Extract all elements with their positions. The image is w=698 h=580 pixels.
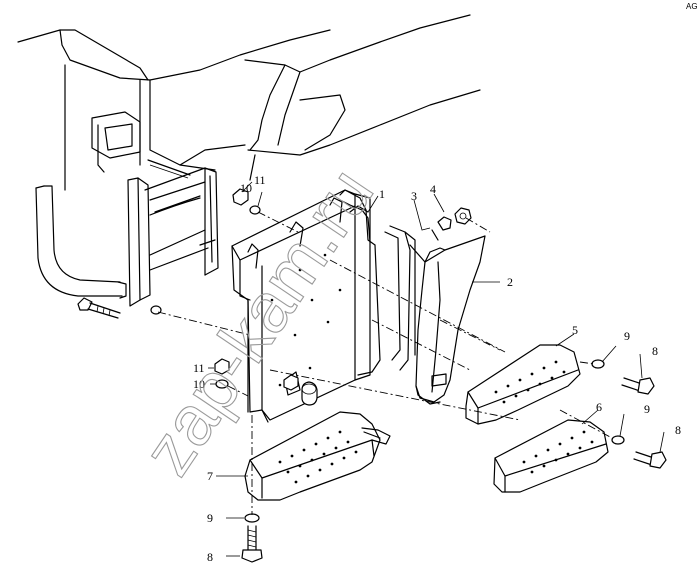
label-11-lower: 11: [193, 361, 205, 375]
panel-top-bracket: [339, 189, 416, 376]
step-7-holes: [278, 430, 358, 484]
label-3: 3: [411, 189, 417, 203]
label-9-bottom: 9: [207, 511, 213, 525]
washer-10-top: [249, 205, 261, 215]
step-6-holes: [522, 430, 594, 474]
label-2: 2: [507, 275, 513, 289]
bracket-frame: [127, 167, 219, 307]
washer-9-right-lower: [611, 435, 625, 445]
label-1: 1: [379, 187, 385, 201]
bolt-3: [431, 216, 452, 241]
label-8-right-lower: 8: [675, 423, 681, 437]
callouts: 1 2 3 4 5 6 7 8 8 8 9 9 9 10 10 11 11: [193, 173, 681, 564]
label-4: 4: [430, 182, 436, 196]
side-cover: [409, 235, 486, 405]
nut-lower: [283, 374, 299, 391]
label-11-top: 11: [254, 173, 266, 187]
label-7: 7: [207, 469, 213, 483]
cab-body: [17, 14, 481, 191]
nut-11-top: [232, 188, 249, 206]
nut-4: [454, 207, 472, 225]
assembly-lines: [157, 211, 613, 515]
label-9-right-upper: 9: [624, 329, 630, 343]
washer-9-bottom: [244, 513, 260, 523]
spacer-lower: [301, 381, 318, 406]
label-10-lower: 10: [193, 377, 205, 391]
bolt-8-bottom: [241, 525, 263, 563]
corner-mark: AG: [686, 2, 698, 11]
label-8-right-upper: 8: [652, 344, 658, 358]
bolt-left: [77, 297, 121, 319]
step-panel: [231, 189, 371, 423]
step-7: [244, 411, 391, 501]
nut-11-lower: [214, 358, 230, 375]
grab-handle: [35, 185, 127, 299]
step-5: [465, 344, 581, 425]
label-5: 5: [572, 323, 578, 337]
label-9-right-lower: 9: [644, 402, 650, 416]
bolt-8-right-upper: [621, 377, 655, 395]
label-6: 6: [596, 400, 602, 414]
leader-lines: [208, 181, 665, 557]
step-5-holes: [494, 360, 566, 404]
cab-mount: [91, 111, 191, 179]
label-8-bottom: 8: [207, 550, 213, 564]
label-10-top: 10: [240, 181, 252, 195]
bolt-8-right-lower: [633, 451, 667, 469]
step-6: [493, 419, 609, 493]
